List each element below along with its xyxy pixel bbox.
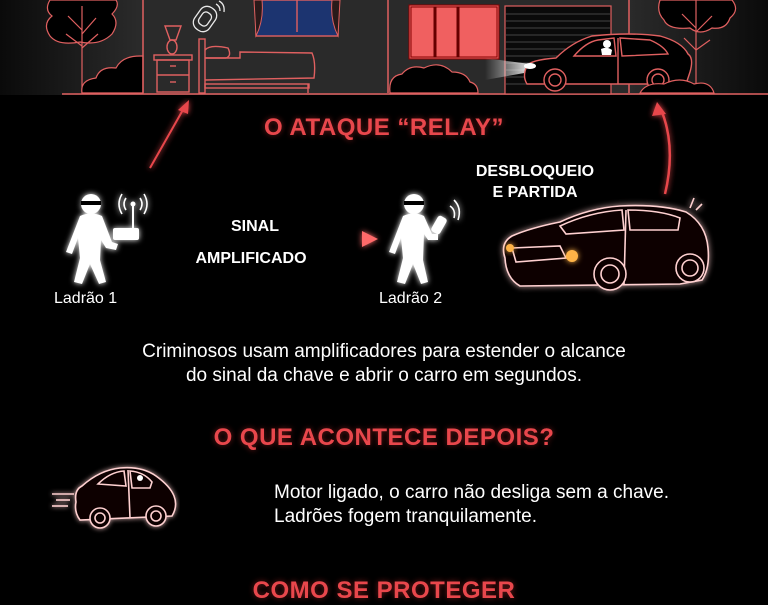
driver-icon — [603, 40, 611, 48]
glowing-window-icon — [408, 4, 500, 60]
window-icon — [253, 0, 341, 38]
house-scene-illustration — [0, 0, 768, 98]
tree-icon — [658, 0, 737, 90]
signal-label-line1: SINAL — [231, 218, 279, 235]
fleeing-car-icon — [40, 462, 180, 542]
headlight-icon — [566, 250, 578, 262]
relay-diagram — [0, 98, 768, 328]
curved-arrow-to-car-icon — [652, 102, 672, 195]
bush-icon — [81, 55, 144, 94]
after-attack-line1: Motor ligado, o carro não desliga sem a … — [274, 482, 669, 503]
nightstand-lamp-icon — [153, 25, 193, 93]
after-attack-text: Motor ligado, o carro não desliga sem a … — [274, 481, 669, 529]
section-title-what-happens: O QUE ACONTECE DEPOIS? — [213, 424, 555, 451]
relay-description-line1: Criminosos usam amplificadores para este… — [142, 341, 626, 362]
bush-icon — [389, 64, 479, 94]
relay-description-line2: do sinal da chave e abrir o carro em seg… — [185, 365, 583, 386]
tree-icon — [45, 0, 118, 93]
thief-with-key-icon — [389, 194, 461, 284]
signal-amplified-arrow-icon — [148, 231, 378, 247]
unlock-label-line2: E PARTIDA — [492, 184, 578, 201]
thief1-label: Ladrão 1 — [54, 290, 118, 307]
signal-label-line2: AMPLIFICADO — [195, 250, 307, 267]
car-unlocking-icon — [502, 197, 710, 291]
thief-with-router-icon — [66, 193, 148, 284]
after-attack-line2: Ladrões fogem tranquilamente. — [274, 506, 537, 527]
section-title-relay-attack: O ATAQUE “RELAY” — [263, 114, 505, 141]
section-title-how-to-protect: COMO SE PROTEGER — [252, 577, 516, 604]
thief2-label: Ladrão 2 — [379, 290, 443, 307]
car-with-thief-icon — [523, 33, 693, 92]
bed-icon — [198, 38, 316, 94]
unlock-label-line1: DESBLOQUEIO — [475, 163, 595, 180]
up-arrow-to-key-icon — [149, 100, 189, 169]
car-key-icon — [192, 0, 225, 33]
